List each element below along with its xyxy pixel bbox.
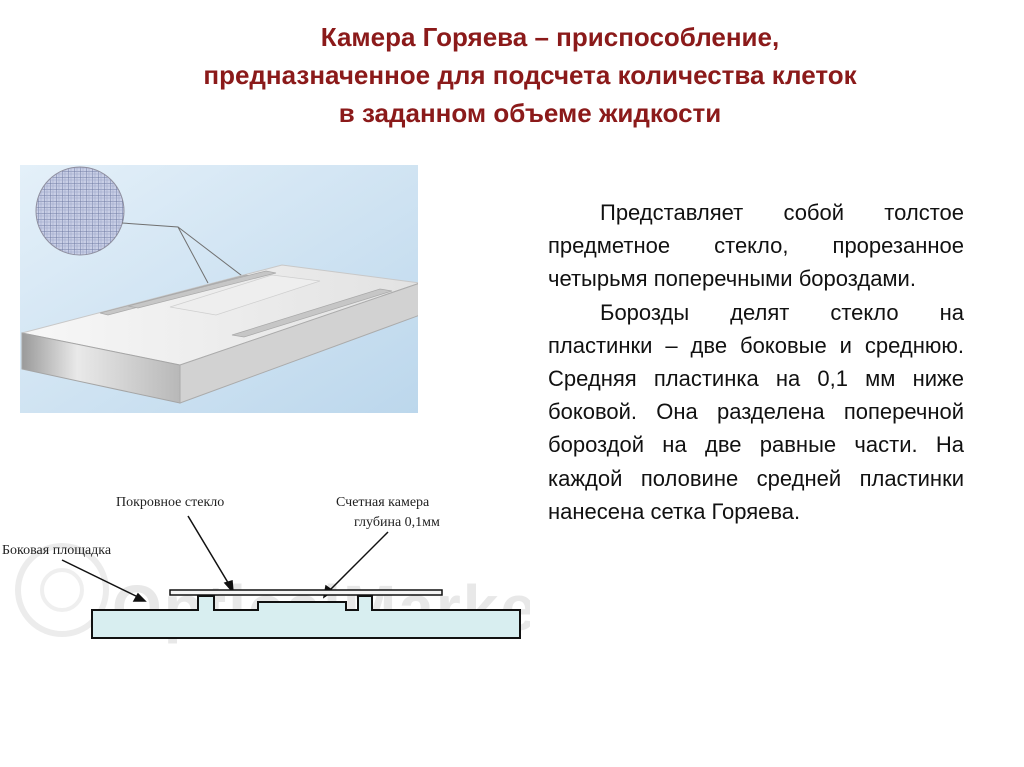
label-chamber-line1: Счетная камера <box>336 495 430 510</box>
slide-right-face <box>179 283 418 404</box>
slide-title: Камера Горяева – приспособление, предназ… <box>90 18 970 132</box>
title-line-2: предназначенное для подсчета количества … <box>203 60 857 90</box>
chamber-illustration <box>20 165 418 413</box>
title-line-1: Камера Горяева – приспособление, <box>320 22 780 52</box>
label-cover-glass: Покровное стекло <box>116 495 224 510</box>
label-chamber-line2: глубина 0,1мм <box>354 515 440 530</box>
cross-section-diagram: OpticalMarket Покровное стекло Счетная к… <box>2 495 530 644</box>
label-arrows <box>61 515 389 602</box>
title-line-3: в заданном объеме жидкости <box>338 98 722 128</box>
paragraph-1: Представляет собой толстое предметное ст… <box>548 200 964 292</box>
cover-glass <box>169 589 443 596</box>
description-text: Представляет собой толстое предметное ст… <box>548 196 964 528</box>
paragraph-2: Борозды делят стекло на пластинки – две … <box>548 299 964 524</box>
middle-plate <box>169 274 321 316</box>
label-side-platform: Боковая площадка <box>2 543 112 558</box>
grid-magnifier <box>35 166 125 256</box>
slide-profile <box>91 595 521 639</box>
